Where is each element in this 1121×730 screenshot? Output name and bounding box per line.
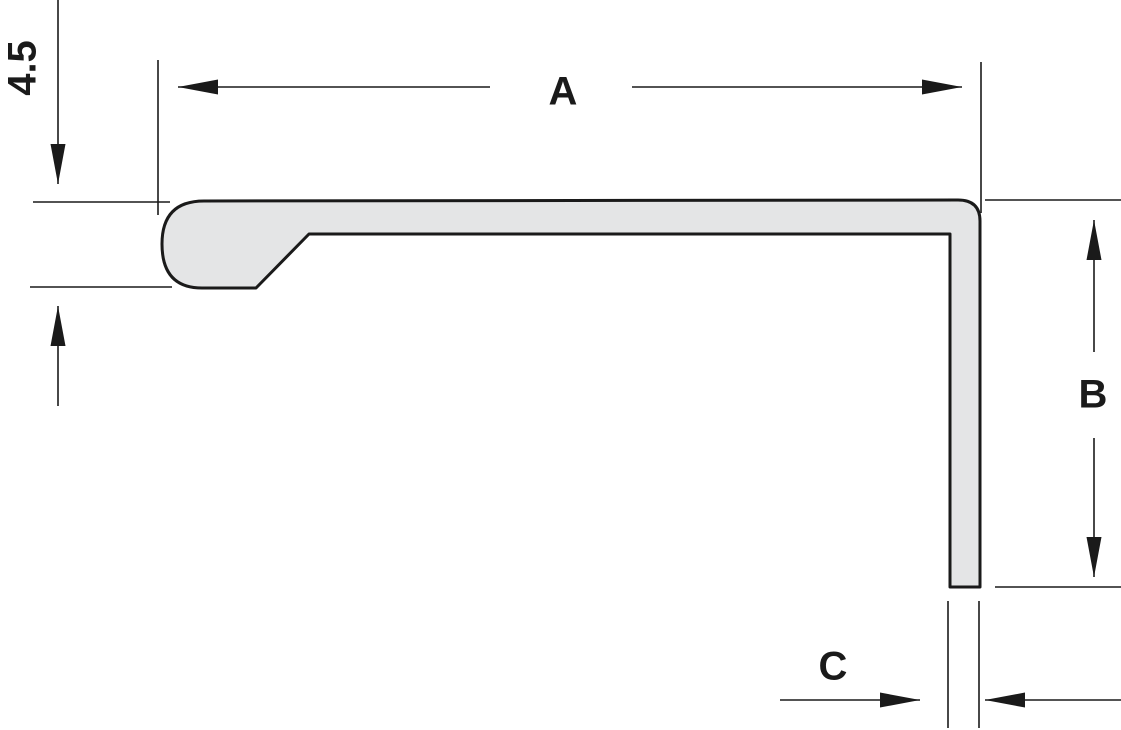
dimension-b: B [985,199,1121,588]
dimension-label-b: B [1079,373,1108,417]
dimension-a: A [157,60,982,215]
dimension-label-c: C [819,645,848,689]
dimension-c: C [780,601,1121,728]
dimension-thickness: 4.5 [1,0,172,406]
l-profile-shape [160,198,982,589]
dimension-label-thickness: 4.5 [1,40,45,96]
dimension-label-a: A [549,70,578,114]
